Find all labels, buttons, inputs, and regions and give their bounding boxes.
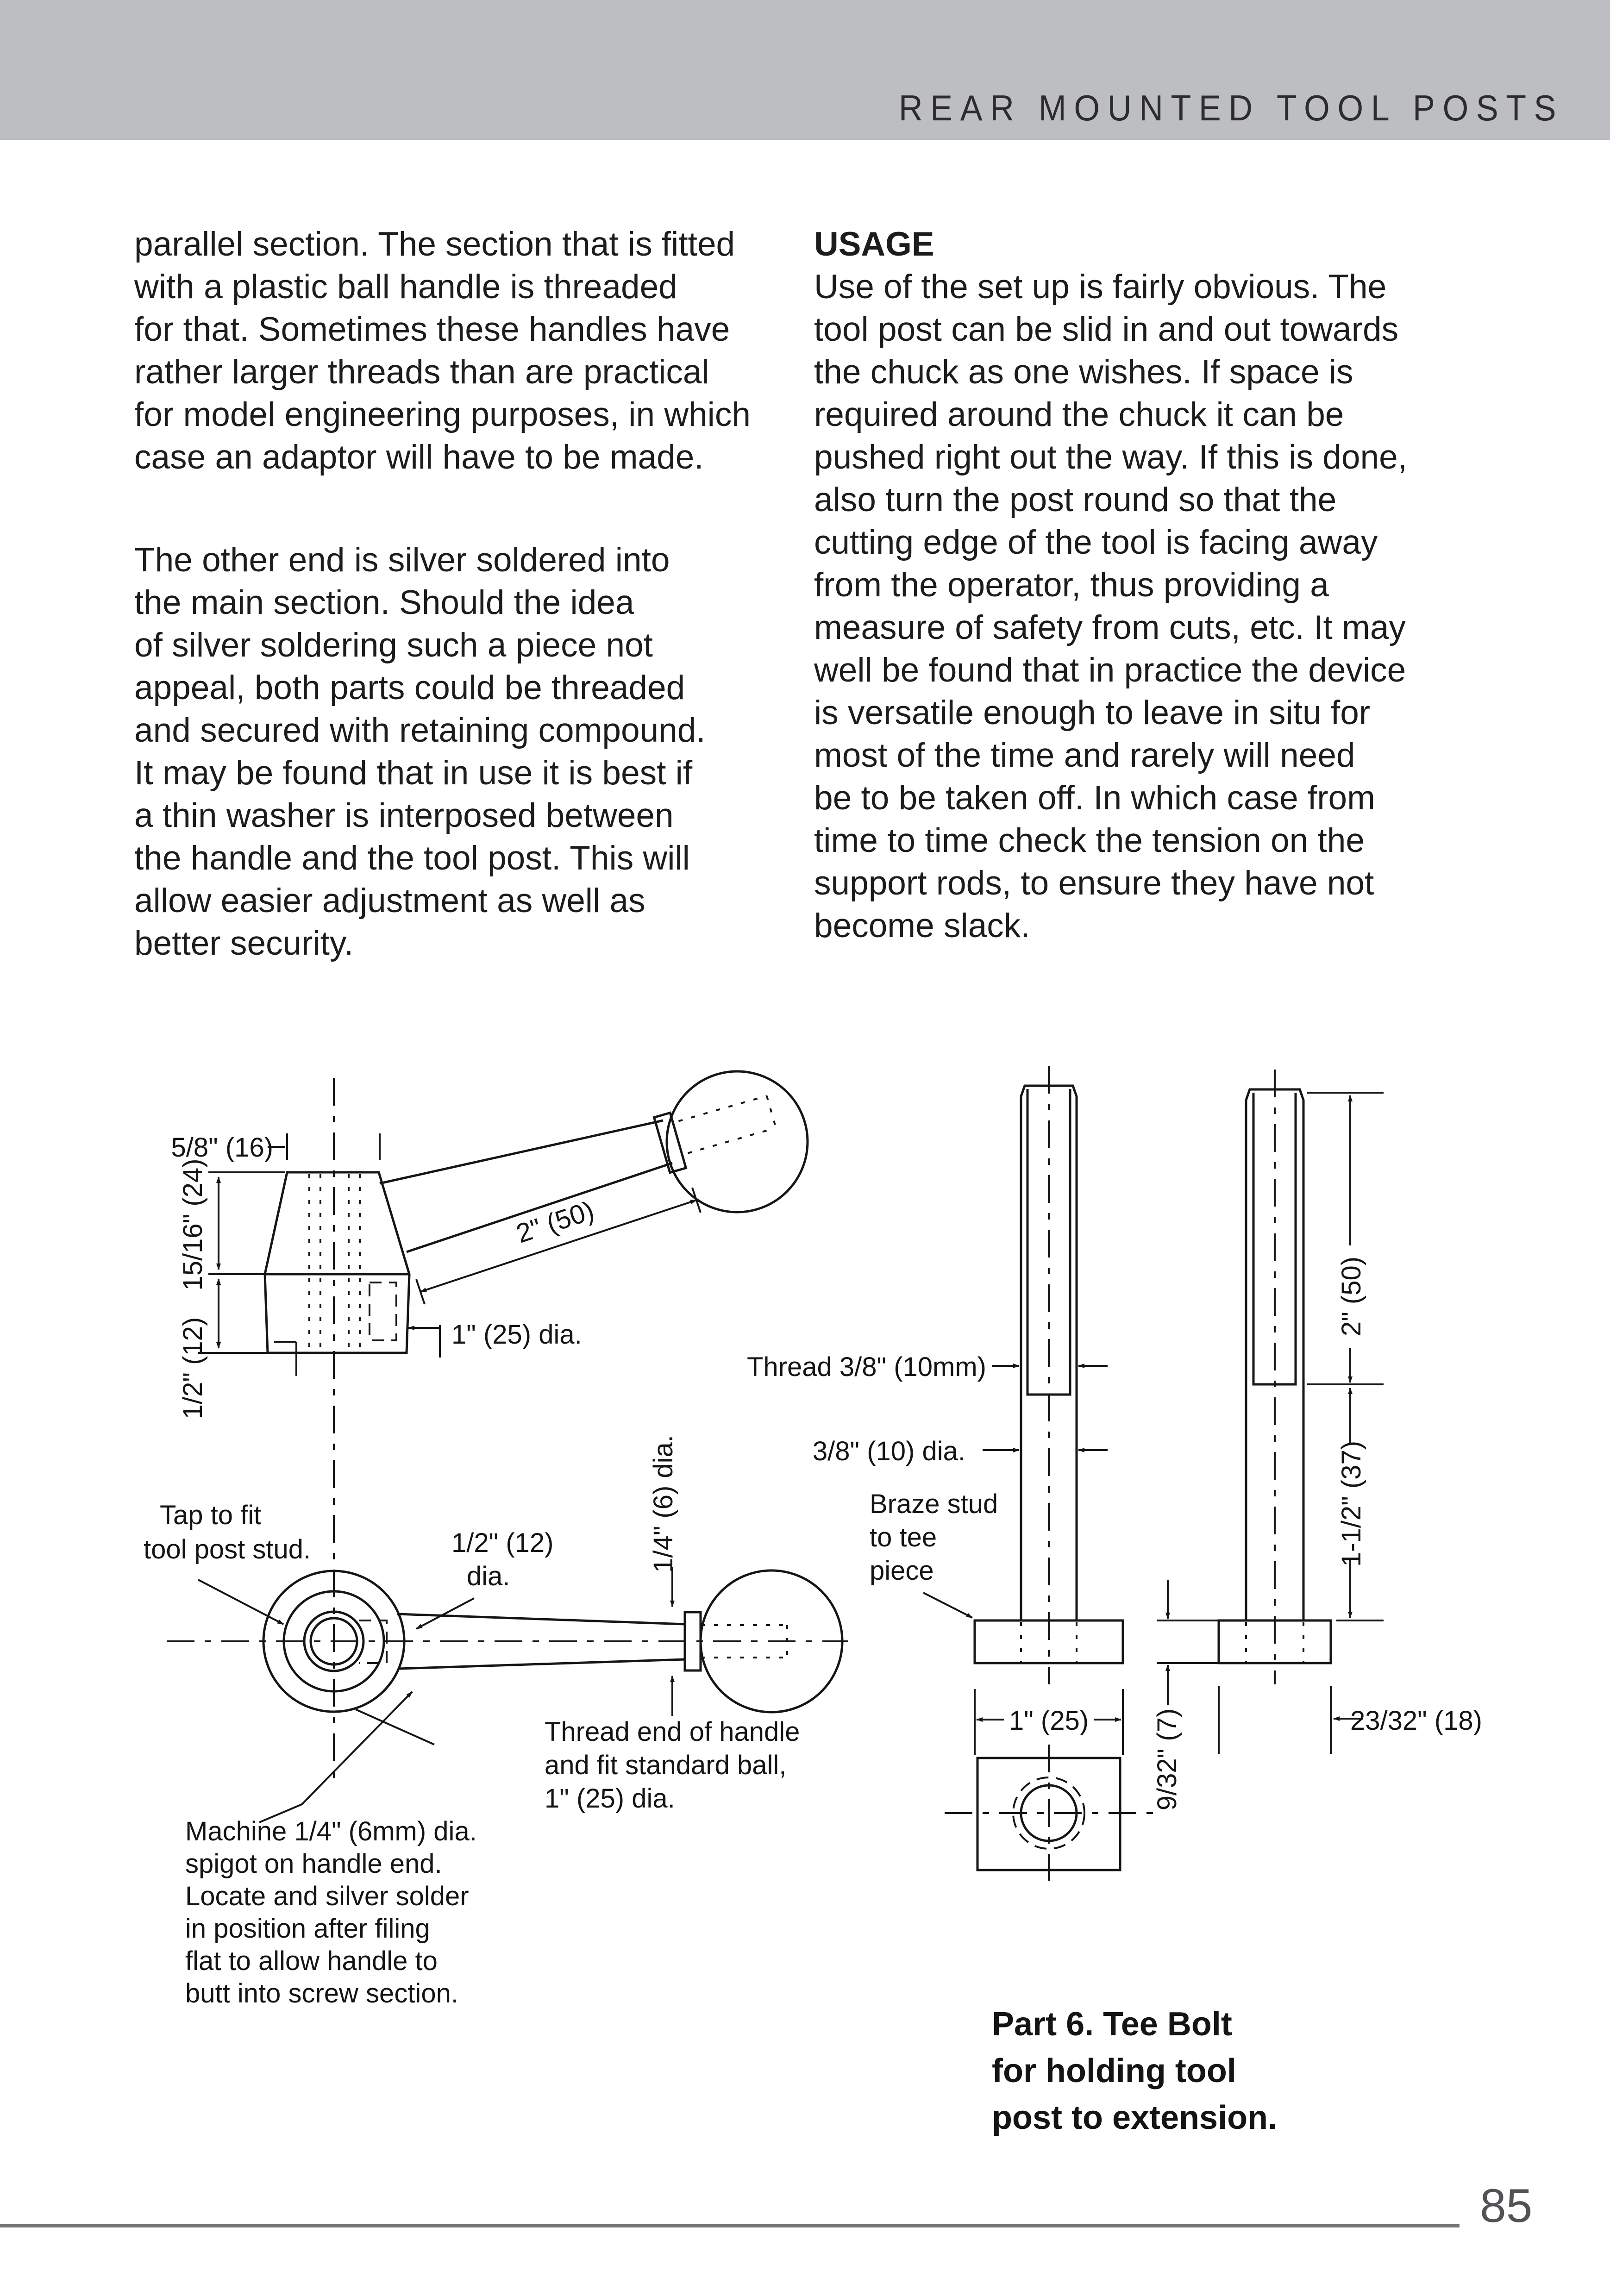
text-line: required around the chuck it can be [814, 396, 1344, 433]
dim-label: 23/32" (18) [1350, 1706, 1482, 1736]
note-label: 3/8" (10) dia. [813, 1436, 965, 1466]
note-label: spigot on handle end. [185, 1849, 442, 1879]
hub-outer-circle [262, 1570, 406, 1713]
text-line: and secured with retaining compound. [134, 712, 706, 749]
hidden-thread [678, 1095, 777, 1154]
text-line: of silver soldering such a piece not [134, 626, 653, 664]
text-line: a thin washer is interposed between [134, 797, 674, 834]
note-label: to tee [870, 1522, 937, 1552]
bolt-hole [1020, 1784, 1078, 1842]
text-line: support rods, to ensure they have not [814, 864, 1374, 902]
text-line: parallel section. The section that is fi… [134, 225, 735, 263]
right-column: USAGE Use of the set up is fairly obviou… [814, 223, 1499, 947]
dim-label: 15/16" (24) [178, 1159, 208, 1291]
text-line: rather larger threads than are practical [134, 353, 709, 391]
note-label: Tap to fit [160, 1500, 261, 1530]
text-line: with a plastic ball handle is threaded [134, 268, 677, 306]
text-line: appeal, both parts could be threaded [134, 669, 685, 707]
text-line: the chuck as one wishes. If space is [814, 353, 1353, 391]
note-label: tool post stud. [144, 1534, 311, 1564]
text-line: measure of safety from cuts, etc. It may [814, 609, 1406, 646]
note-label: 1" (25) dia. [545, 1783, 675, 1814]
tee-nut-plan-view [945, 1745, 1154, 1881]
text-line: pushed right out the way. If this is don… [814, 438, 1407, 476]
text-line: time to time check the tension on the [814, 822, 1365, 859]
text-line: The other end is silver soldered into [134, 541, 670, 579]
text-line: cutting edge of the tool is facing away [814, 524, 1378, 561]
text-line: be to be taken off. In which case from [814, 779, 1375, 817]
dim-label: 2" (50) [1336, 1257, 1366, 1336]
note-label: Braze stud [870, 1489, 998, 1519]
text-line: is versatile enough to leave in situ for [814, 694, 1371, 732]
ferrule [652, 1111, 688, 1174]
note-label: flat to allow handle to [185, 1946, 438, 1976]
text-line: for that. Sometimes these handles have [134, 311, 730, 348]
note-label: butt into screw section. [185, 1978, 458, 2008]
ball-knob [665, 1070, 809, 1214]
caption-line: post to extension. [992, 2099, 1278, 2136]
page-title: REAR MOUNTED TOOL POSTS [898, 88, 1564, 128]
section-heading: USAGE [814, 225, 934, 263]
tee-head [973, 1619, 1124, 1664]
page-number: 85 [1480, 2179, 1533, 2232]
note-label: and fit standard ball, [545, 1750, 786, 1780]
dim-label: 9/32" (7) [1152, 1708, 1182, 1810]
hidden-thread [701, 1624, 788, 1658]
text-line: allow easier adjustment as well as [134, 882, 645, 920]
note-label: Locate and silver solder [185, 1881, 469, 1911]
text-line: the handle and the tool post. This will [134, 839, 690, 877]
text-line: most of the time and rarely will need [814, 737, 1355, 774]
ball-knob [699, 1569, 844, 1714]
dim-label: 1/2" (12) [451, 1528, 553, 1558]
note-label: Machine 1/4" (6mm) dia. [185, 1816, 477, 1846]
paragraph-2: The other end is silver soldered into th… [134, 539, 824, 965]
dim-label: 1" (25) [1009, 1706, 1089, 1736]
text-line: Use of the set up is fairly obvious. The [814, 268, 1387, 306]
footer-rule [0, 2224, 1460, 2227]
text-line: case an adaptor will have to be made. [134, 438, 704, 476]
text-line: well be found that in practice the devic… [814, 651, 1406, 689]
paragraph-1: parallel section. The section that is fi… [134, 223, 824, 479]
tee-head [1217, 1619, 1332, 1664]
text-line: It may be found that in use it is best i… [134, 754, 693, 792]
left-column: parallel section. The section that is fi… [134, 223, 824, 965]
text-line: become slack. [814, 907, 1030, 945]
dim-label: 5/8" (16) [171, 1132, 273, 1163]
figure-caption: Part 6. Tee Bolt for holding tool post t… [992, 2001, 1277, 2141]
hidden-pocket [369, 1282, 397, 1341]
text-line: better security. [134, 925, 354, 962]
tee-bolt-side-view: 2" (50) 1-1/2" (37) 9/32" (7) 23/32" (18… [1152, 1070, 1482, 1810]
header-band: REAR MOUNTED TOOL POSTS [0, 0, 1610, 140]
note-label: in position after filing [185, 1914, 430, 1944]
note-label: Thread 3/8" (10mm) [747, 1352, 986, 1382]
text-line: for model engineering purposes, in which [134, 396, 751, 433]
text-line: from the operator, thus providing a [814, 566, 1329, 604]
dim-label: 1/4" (6) dia. [648, 1435, 678, 1573]
tee-bolt-front-view: Thread 3/8" (10mm) 3/8" (10) dia. Braze … [747, 1066, 1124, 1755]
dim-label: 1/2" (12) [178, 1317, 208, 1419]
text-line: tool post can be slid in and out towards [814, 311, 1399, 348]
note-label: Thread end of handle [545, 1717, 800, 1747]
note-label: piece [870, 1556, 934, 1586]
dim-label: 1-1/2" (37) [1336, 1441, 1366, 1567]
caption-line: Part 6. Tee Bolt [992, 2006, 1232, 2043]
handle-front-view: 1/4" (6) dia. Tap to fit tool post stud.… [144, 1435, 848, 2008]
handle-side-view: 2" (50) [379, 1070, 809, 1305]
text-line: the main section. Should the idea [134, 584, 634, 621]
caption-line: for holding tool [992, 2052, 1236, 2090]
dim-label: dia. [467, 1561, 510, 1591]
text-line: also turn the post round so that the [814, 481, 1337, 519]
dim-label: 1" (25) dia. [451, 1320, 582, 1350]
screw-section-side-view: 5/8" (16) 15/16" (24) 1/2" (12) 1" (25) … [171, 1132, 582, 1419]
